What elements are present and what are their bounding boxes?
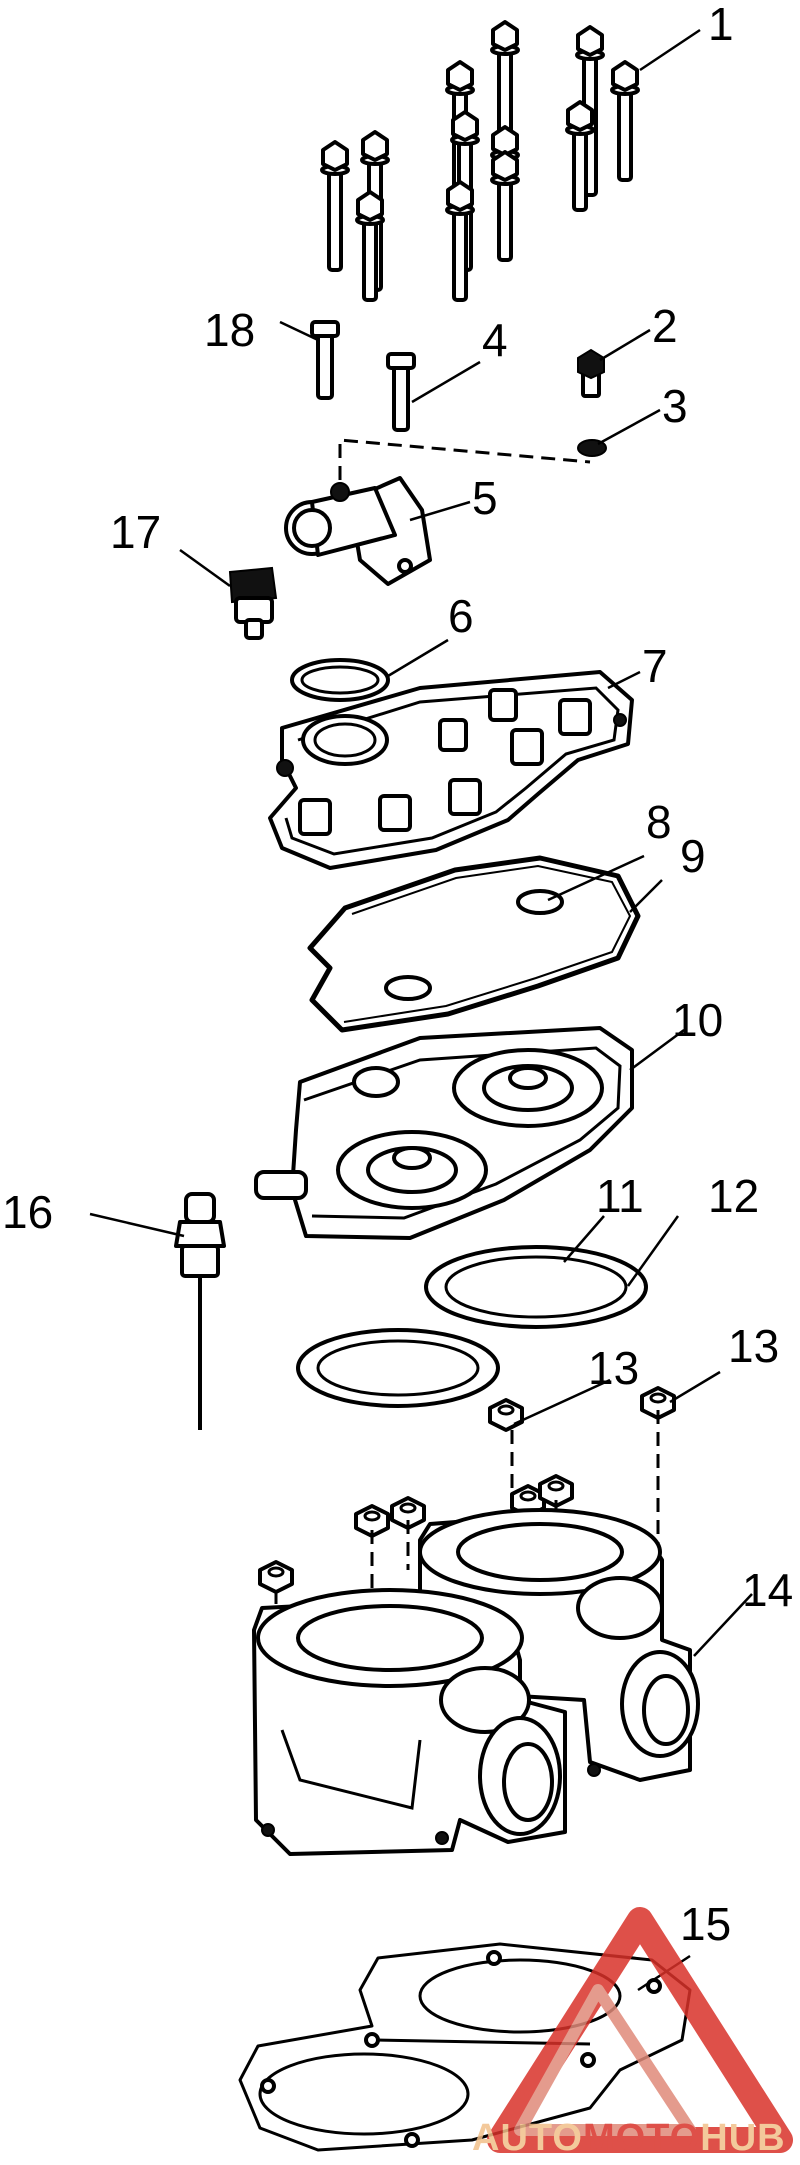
- hex-nut: [390, 1496, 426, 1530]
- watermark-inner-triangle-icon: [514, 1984, 696, 2136]
- hex-nut: [640, 1386, 676, 1420]
- callout-8: 8: [646, 796, 672, 848]
- o-ring-6: [290, 658, 390, 702]
- watermark-text-hub: HUB: [700, 2117, 785, 2159]
- callout-13b: 13: [728, 1320, 779, 1372]
- callout-10: 10: [672, 994, 723, 1046]
- head-bolt: [320, 140, 350, 272]
- callout-16: 16: [2, 1186, 53, 1238]
- callout-15: 15: [680, 1898, 731, 1950]
- callout-17: 17: [110, 506, 161, 558]
- head-cover-7: [268, 670, 634, 870]
- callout-2: 2: [652, 300, 678, 352]
- watermark-text-auto: AUTO: [472, 2117, 583, 2159]
- leader-lines: [89, 28, 753, 1992]
- callout-13a: 13: [588, 1342, 639, 1394]
- callout-5: 5: [472, 472, 498, 524]
- gasket-12: [296, 1328, 500, 1408]
- o-rings-8: [384, 889, 564, 1001]
- watermark-text-moto: MOTO: [583, 2117, 700, 2159]
- cylinder-block-14: [252, 1508, 700, 1856]
- callout-11: 11: [596, 1170, 644, 1222]
- callout-6: 6: [448, 590, 474, 642]
- pin-4: [386, 352, 416, 432]
- hex-nut: [258, 1560, 294, 1594]
- head-bolt: [610, 60, 640, 182]
- hex-nut: [488, 1398, 524, 1432]
- nuts-13: [258, 1386, 676, 1594]
- thermostat-housing-5: [284, 476, 432, 586]
- callout-9: 9: [680, 830, 706, 882]
- hex-nut: [354, 1504, 390, 1538]
- head-bolts: [320, 20, 640, 302]
- pin-18: [310, 320, 340, 400]
- watermark-logo: AUTOMOTOHUB: [472, 1907, 793, 2159]
- thermostat-17: [228, 566, 278, 640]
- callout-12: 12: [708, 1170, 759, 1222]
- temperature-sensor-16: [174, 1192, 226, 1430]
- hex-nut: [538, 1474, 574, 1508]
- cylinder-head-10: [254, 1026, 634, 1240]
- head-bolt: [490, 150, 520, 262]
- alignment-line-top: [338, 438, 591, 480]
- callout-14: 14: [742, 1564, 793, 1616]
- gasket-9: [307, 855, 641, 1033]
- callout-labels: 1 2 3 4 5 6 7 8 9 10 11 12 13 13 14 15 1…: [2, 0, 793, 1950]
- head-bolt: [355, 190, 385, 302]
- head-bolt: [565, 100, 595, 212]
- gasket-11: [424, 1245, 648, 1329]
- callout-18: 18: [204, 304, 255, 356]
- callout-3: 3: [662, 380, 688, 432]
- callout-1: 1: [708, 0, 734, 50]
- callout-7: 7: [642, 640, 668, 692]
- head-bolt: [445, 180, 475, 302]
- callout-4: 4: [482, 314, 508, 366]
- screw-2: [577, 348, 605, 398]
- watermark-text: AUTOMOTOHUB: [472, 2117, 786, 2159]
